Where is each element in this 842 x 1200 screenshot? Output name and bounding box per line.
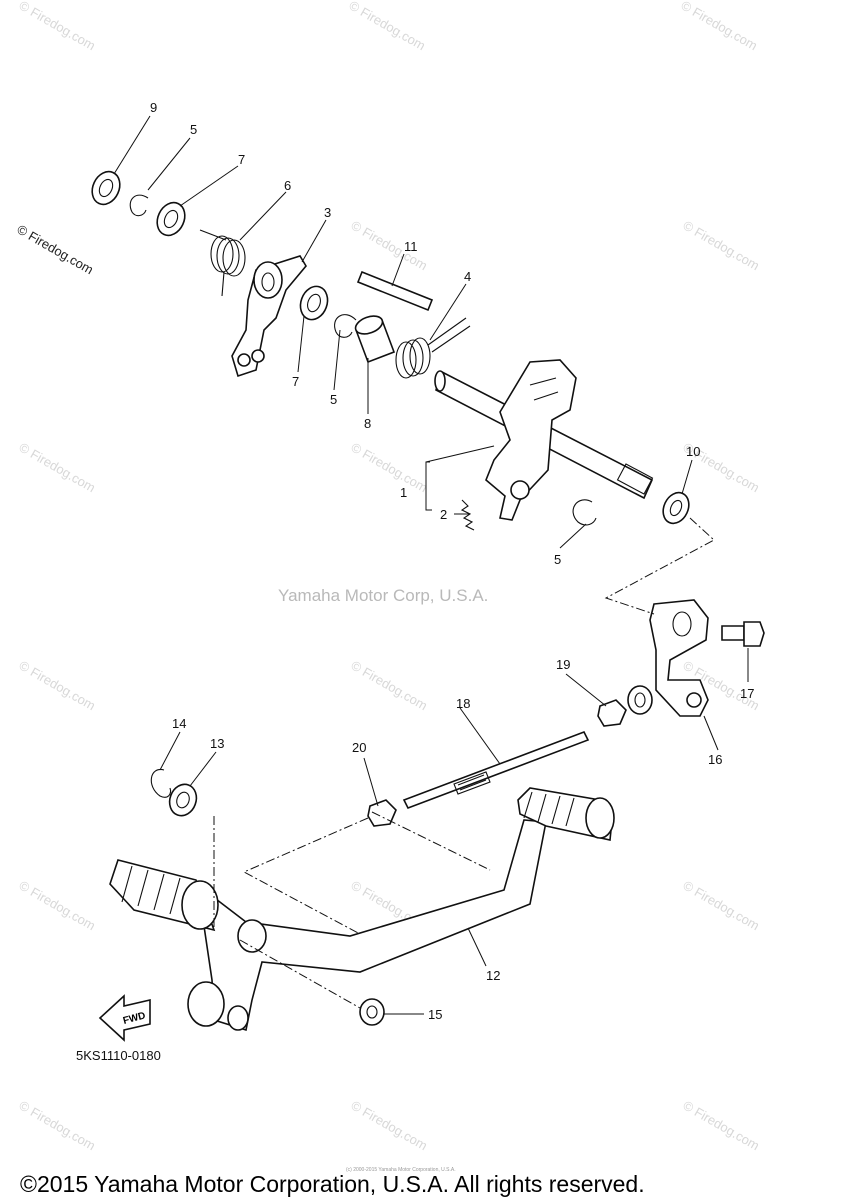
callout-10: 10	[686, 444, 700, 459]
part-2-spring	[460, 499, 475, 531]
part-4-return-spring	[395, 317, 471, 379]
callout-3: 3	[324, 205, 331, 220]
callout-1: 1	[400, 485, 407, 500]
part-9-washer	[91, 170, 121, 206]
callout-12: 12	[486, 968, 500, 983]
callouts: 9 5 7 6 3 11 4 7 5 8 1 2 5 10 17 19 16 1…	[150, 100, 754, 1022]
part-3-shift-lever	[231, 255, 307, 378]
callout-14: 14	[172, 716, 186, 731]
part-13-washer	[168, 783, 198, 817]
callout-5: 5	[554, 552, 561, 567]
part-1-shift-shaft	[434, 359, 654, 521]
center-watermark: Yamaha Motor Corp, U.S.A.	[278, 586, 488, 605]
part-17-bolt	[721, 621, 765, 647]
part-5-circlip	[129, 194, 149, 217]
part-7-washer	[156, 201, 186, 237]
watermark: © Firedog.com	[349, 440, 431, 496]
callout-7: 7	[238, 152, 245, 167]
part-16-shift-arm	[649, 599, 709, 717]
watermark: © Firedog.com	[15, 222, 97, 278]
callout-9: 9	[150, 100, 157, 115]
callout-4: 4	[464, 269, 471, 284]
callout-20: 20	[352, 740, 366, 755]
watermark: © Firedog.com	[17, 878, 99, 934]
callout-17: 17	[740, 686, 754, 701]
watermark: © Firedog.com	[349, 658, 431, 714]
part-5-circlip	[572, 499, 597, 526]
watermark: © Firedog.com	[17, 658, 99, 714]
callout-5: 5	[330, 392, 337, 407]
watermarks: © Firedog.com © Firedog.com © Firedog.co…	[15, 0, 763, 1153]
copyright: ©2015 Yamaha Motor Corporation, U.S.A. A…	[20, 1171, 645, 1197]
watermark: © Firedog.com	[17, 0, 99, 53]
callout-5: 5	[190, 122, 197, 137]
callout-16: 16	[708, 752, 722, 767]
callout-6: 6	[284, 178, 291, 193]
watermark: © Firedog.com	[349, 1098, 431, 1154]
part-10-washer	[662, 491, 690, 525]
watermark: © Firedog.com	[17, 440, 99, 496]
watermark: © Firedog.com	[679, 0, 761, 53]
callout-7: 7	[292, 374, 299, 389]
watermark: © Firedog.com	[17, 1098, 99, 1154]
diagram-code: 5KS1110-0180	[76, 1048, 161, 1063]
callout-15: 15	[428, 1007, 442, 1022]
alignment-lines	[213, 517, 715, 1009]
part-6-torsion-spring	[199, 229, 246, 297]
part-8-collar	[354, 315, 396, 364]
part-14-circlip	[150, 769, 172, 798]
part-7-washer	[299, 285, 329, 321]
fine-print: (c) 2000-2015 Yamaha Motor Corporation, …	[346, 1167, 456, 1173]
callout-18: 18	[456, 696, 470, 711]
watermark: © Firedog.com	[681, 218, 763, 274]
part-20-nut	[367, 799, 397, 827]
callout-19: 19	[556, 657, 570, 672]
part-11-pin	[356, 270, 434, 312]
watermark: © Firedog.com	[347, 0, 429, 53]
leader-lines	[113, 115, 749, 1015]
part-19-nut	[597, 699, 627, 727]
watermark: © Firedog.com	[681, 878, 763, 934]
fwd-arrow-icon: FWD	[98, 994, 151, 1042]
part-12-shift-pedal	[109, 787, 615, 1032]
callout-11: 11	[404, 239, 418, 254]
part-18-shift-rod	[402, 730, 590, 810]
part-5-circlip	[334, 314, 357, 338]
callout-13: 13	[210, 736, 224, 751]
part-19-collar	[627, 685, 653, 715]
watermark: © Firedog.com	[349, 218, 431, 274]
watermark: © Firedog.com	[681, 1098, 763, 1154]
callout-8: 8	[364, 416, 371, 431]
part-15-washer	[359, 998, 385, 1026]
callout-2: 2	[440, 507, 447, 522]
